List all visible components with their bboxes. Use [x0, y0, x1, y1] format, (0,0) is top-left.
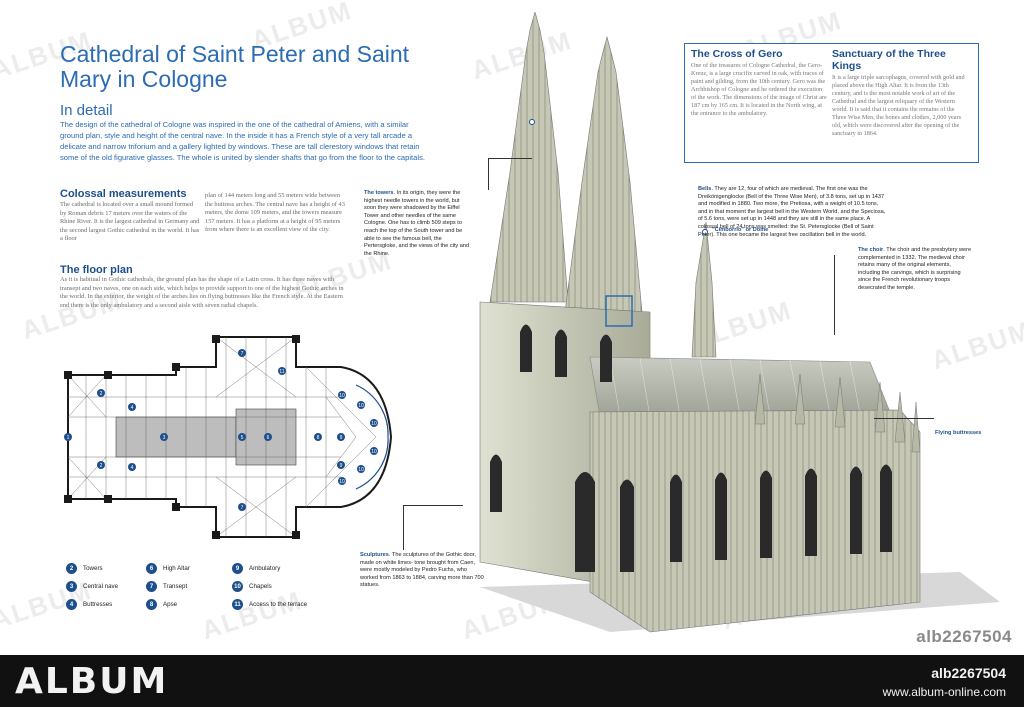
plan-marker: 9 [337, 461, 345, 469]
svg-text:9: 9 [340, 435, 343, 441]
plan-marker: 10 [357, 401, 365, 409]
svg-text:2: 2 [100, 463, 103, 469]
infographic-page: ALBUM ALBUM ALBUM ALBUM ALBUM ALBUM ALBU… [0, 0, 1024, 646]
svg-text:10: 10 [358, 467, 364, 473]
kings-heading: Sanctuary of the Three Kings [832, 48, 946, 72]
svg-text:10: 10 [339, 393, 345, 399]
svg-text:6: 6 [267, 435, 270, 441]
flying-buttresses-callout: Flying buttresses [935, 430, 982, 436]
plan-marker: 6 [264, 433, 272, 441]
floor-plan-heading: The floor plan [60, 264, 133, 276]
svg-text:9: 9 [340, 463, 343, 469]
leader-line [403, 505, 404, 550]
floor-plan-illustration: 1 2 2 3 4 4 5 6 7 7 8 9 9 10 10 10 10 10… [64, 335, 393, 539]
plan-marker: 2 [97, 389, 105, 397]
gero-heading: The Cross of Gero [691, 48, 783, 60]
bells-callout: Bells. They are 12, four of which are me… [698, 186, 886, 238]
svg-text:4: 4 [131, 405, 134, 411]
cathedral-illustration [479, 12, 1000, 633]
leader-line [403, 505, 463, 506]
leader-line [488, 158, 532, 159]
plan-marker: 10 [357, 465, 365, 473]
colossal-text-col1: The cathedral is located over a small mo… [60, 201, 200, 243]
kings-text: It is a large triple sarcophagus, covere… [832, 74, 965, 137]
cross-of-gero: The Cross of Gero One of the treasures o… [691, 48, 827, 118]
plan-marker: 9 [337, 433, 345, 441]
towers-callout: The towers. In its origin, they were the… [364, 190, 470, 257]
sculptures-callout: Sculptures. The sculptures of the Gothic… [360, 552, 484, 589]
plan-marker: 7 [238, 349, 246, 357]
svg-text:7: 7 [241, 351, 244, 357]
svg-text:3: 3 [163, 435, 166, 441]
svg-text:1: 1 [67, 435, 70, 441]
choir-callout: The choir. The choir and the presbytery … [858, 247, 972, 291]
plan-marker: 1 [64, 433, 72, 441]
svg-text:2: 2 [100, 391, 103, 397]
plan-marker: 10 [370, 419, 378, 427]
svg-text:4: 4 [131, 465, 134, 471]
leader-line [834, 255, 835, 335]
plan-marker: 4 [128, 463, 136, 471]
footer-url[interactable]: www.album-online.com [882, 685, 1006, 699]
sanctuary-three-kings: Sanctuary of the Three Kings It is a lar… [832, 48, 968, 138]
leader-line [874, 418, 934, 419]
gero-text: One of the treasures of Cologne Cathedra… [691, 62, 827, 117]
in-detail-heading: In detail [60, 102, 113, 119]
plan-marker: 10 [338, 391, 346, 399]
floor-plan-text: As it is habitual in Gothic cathedrals, … [60, 276, 344, 309]
footer-image-id: alb2267504 [931, 665, 1006, 681]
svg-text:10: 10 [339, 479, 345, 485]
plan-marker: 4 [128, 403, 136, 411]
svg-text:10: 10 [371, 421, 377, 427]
plan-marker: 5 [238, 433, 246, 441]
svg-text:5: 5 [241, 435, 244, 441]
plan-marker: 3 [160, 433, 168, 441]
in-detail-text: The design of the cathedral of Cologne w… [60, 120, 425, 162]
plan-marker: 10 [338, 477, 346, 485]
colossal-heading: Colossal measurements [60, 188, 187, 200]
colossal-text-col2: plan of 144 meters long and 55 meters wi… [205, 192, 345, 234]
plan-marker: 7 [238, 503, 246, 511]
page-title: Cathedral of Saint Peter and Saint Mary … [60, 41, 410, 92]
plan-marker: 2 [97, 461, 105, 469]
svg-text:8: 8 [317, 435, 320, 441]
plan-marker: 10 [370, 447, 378, 455]
svg-text:10: 10 [358, 403, 364, 409]
plan-marker: 8 [314, 433, 322, 441]
footer-bar: ALBUM alb2267504 www.album-online.com [0, 655, 1024, 707]
info-box: The Cross of Gero One of the treasures o… [684, 43, 979, 163]
image-id-watermark: alb2267504 [916, 627, 1012, 646]
svg-text:10: 10 [371, 449, 377, 455]
svg-text:7: 7 [241, 505, 244, 511]
dome-callout: "Cimborrio" or Dome [712, 227, 769, 233]
plan-marker: 11 [278, 367, 286, 375]
svg-text:11: 11 [279, 369, 284, 375]
album-logo: ALBUM [15, 661, 169, 702]
leader-line [488, 158, 489, 190]
